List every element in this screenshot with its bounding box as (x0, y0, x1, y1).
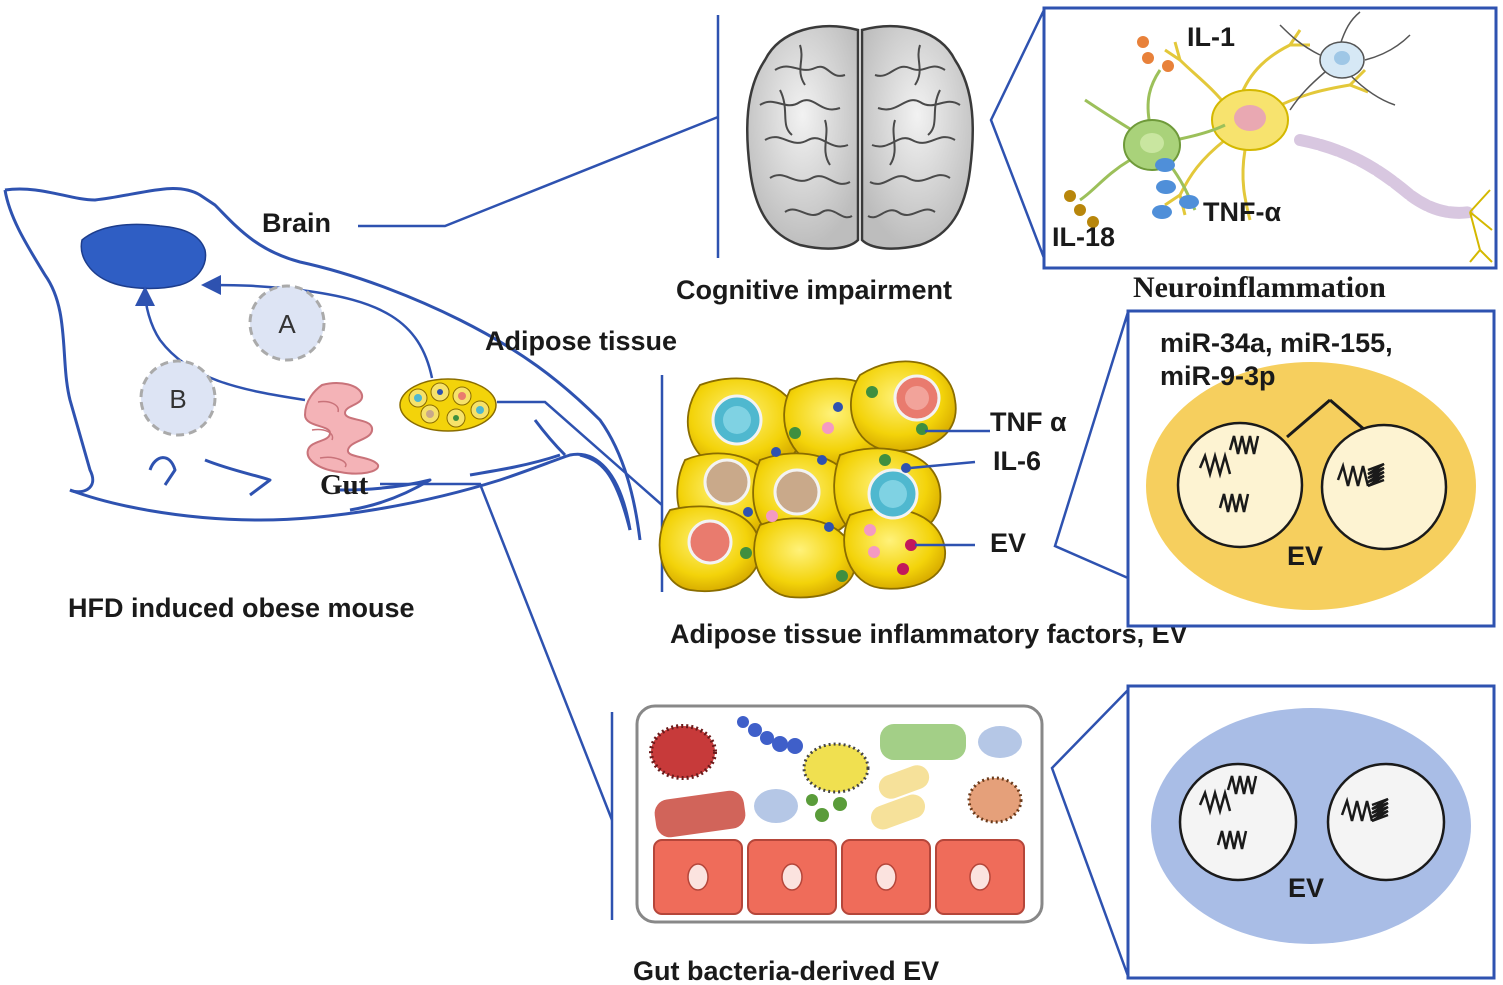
adipose-pink-dots (766, 422, 880, 558)
gut-label: Gut (320, 469, 369, 501)
adipose-cluster-icon (399, 378, 497, 432)
il6-label: IL-6 (993, 446, 1041, 476)
adipose-ev-cargo-right (1320, 423, 1448, 551)
adipose-blue-dots (743, 402, 911, 532)
adipose-ev-cargo-left (1176, 421, 1304, 549)
il1-dots (1137, 36, 1174, 72)
neuroinflammation-label: Neuroinflammation (1133, 271, 1386, 304)
adipose-factors-label: Adipose tissue inflammatory factors, EV (670, 619, 1188, 649)
gut-ev-caption: EV (1288, 873, 1324, 903)
pathway-b-circle: B (139, 359, 217, 437)
adipose-to-brain-arrow (201, 275, 434, 379)
adipose-pointer-lines (909, 429, 990, 547)
gut-bacteria-ev-label: Gut bacteria-derived EV (633, 956, 939, 985)
adipocyte-nuclei (687, 374, 941, 565)
gut-ev-cargo-left (1178, 762, 1298, 882)
pathway-a-label: A (278, 309, 296, 339)
adipose-ev-dots (897, 539, 917, 575)
il1-label: IL-1 (1187, 22, 1235, 52)
gut-to-brain-arrow (135, 286, 306, 402)
brain-label: Brain (262, 208, 331, 238)
cognitive-impairment-label: Cognitive impairment (676, 275, 952, 305)
human-brain-illustration (746, 25, 974, 250)
gut-icon (303, 382, 380, 475)
il18-label: IL-18 (1052, 222, 1115, 252)
gut-ev-cargo-right (1326, 762, 1446, 882)
pathway-a-circle: A (248, 284, 326, 362)
adipose-ev-caption: EV (1287, 541, 1323, 571)
mouse-caption: HFD induced obese mouse (68, 593, 415, 623)
mirna-line1: miR-34a, miR-155, (1160, 328, 1393, 358)
obese-mouse-outline (3, 187, 642, 541)
neuron-illustration (1079, 11, 1493, 263)
tnf-alpha-dots (1152, 158, 1199, 219)
ev-label: EV (990, 528, 1026, 558)
bacteria-illustration (649, 716, 1023, 838)
gut-epithelium (653, 839, 1025, 915)
tnf-a-label: TNF α (990, 407, 1067, 437)
pathway-b-label: B (169, 384, 186, 414)
mouse-brain-shape (80, 223, 207, 290)
mirna-line2: miR-9-3p (1160, 361, 1276, 391)
adipose-tissue-label: Adipose tissue (485, 326, 677, 356)
adipose-green-dots (740, 386, 928, 582)
il18-dots (1064, 190, 1099, 228)
tnf-alpha-label: TNF-α (1203, 197, 1281, 227)
